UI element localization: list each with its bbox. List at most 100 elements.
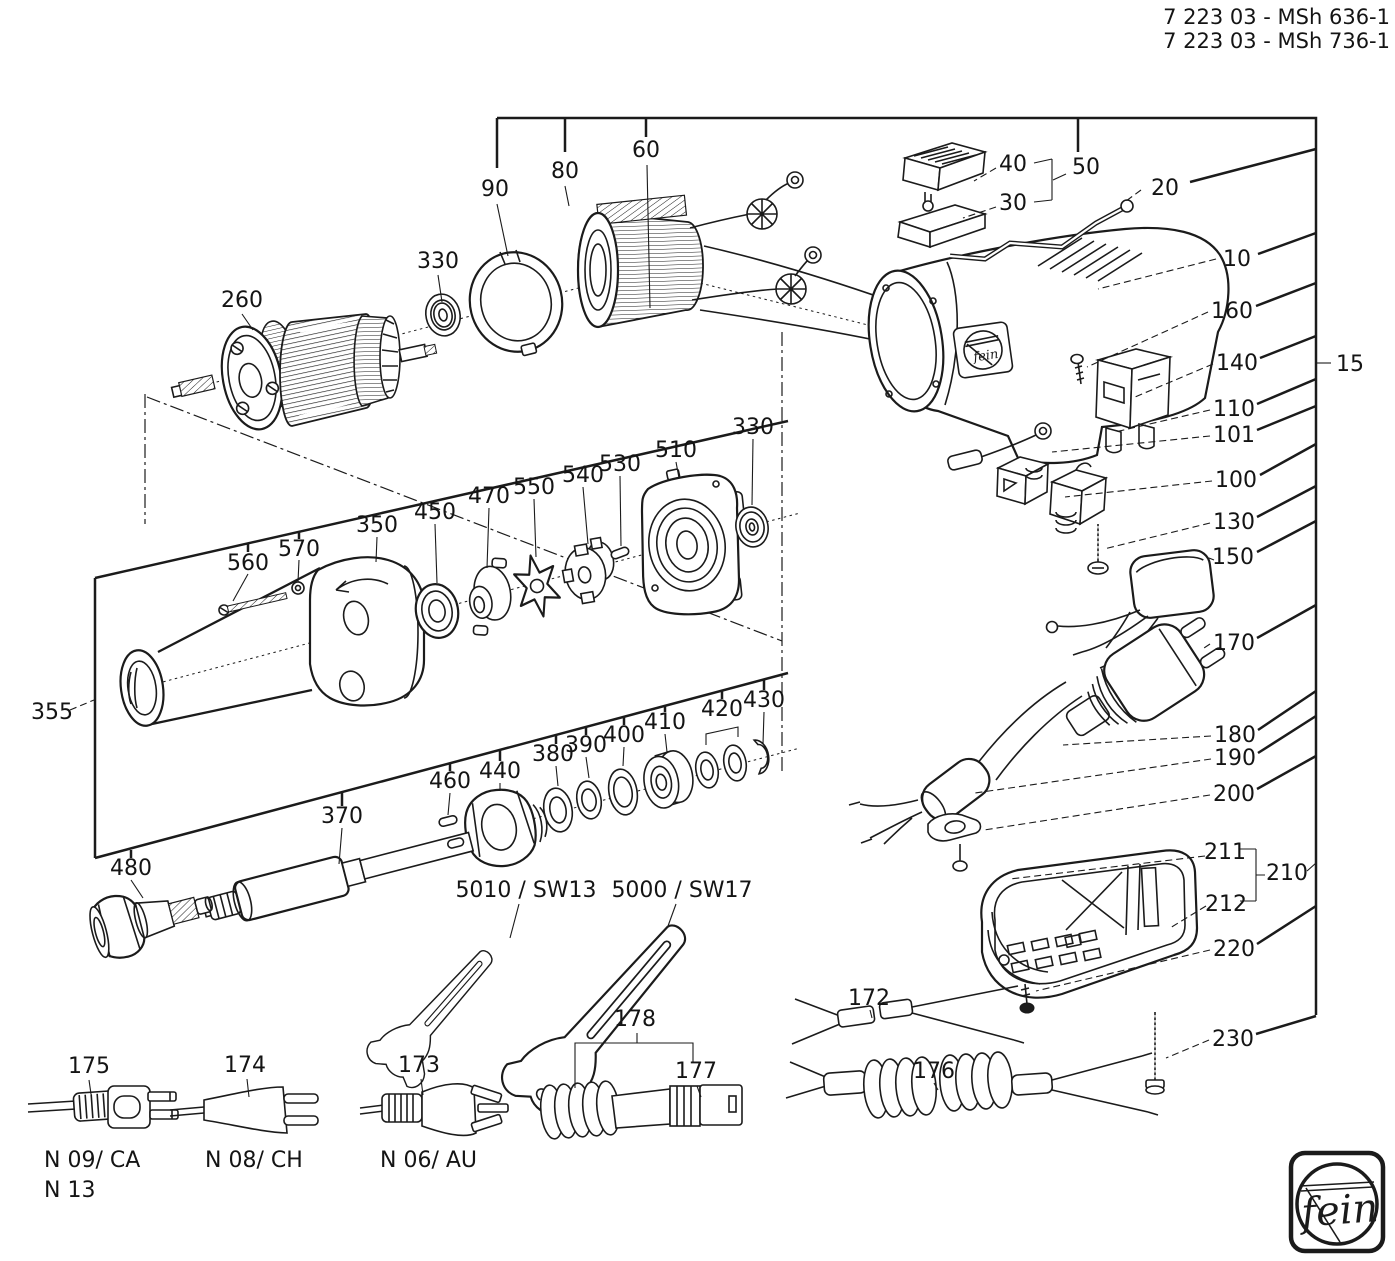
plug-174: [169, 1086, 319, 1134]
part-label-570: 570: [278, 537, 320, 562]
part-label-40: 40: [999, 152, 1027, 177]
key-460: [438, 814, 458, 828]
part-label-210: 210: [1266, 861, 1308, 886]
part-label-177: 177: [675, 1059, 717, 1084]
part-label-430: 430: [743, 688, 785, 713]
part-label-150: 150: [1212, 545, 1254, 570]
handle-shell-lattice: [1006, 929, 1102, 974]
part-label-510: 510: [655, 438, 697, 463]
part-label-560: 560: [227, 551, 269, 576]
part-label-176: 176: [913, 1059, 955, 1084]
brush-rosette-2: [775, 246, 822, 305]
part-label-330-front: 330: [417, 249, 459, 274]
washer-390: [575, 780, 603, 820]
part-label-550: 550: [513, 475, 555, 500]
title-line-1: 7 223 03 - MSh 636-1: [1163, 5, 1390, 29]
part-label-470: 470: [468, 484, 510, 509]
leader-lines: [69, 164, 1217, 1098]
part-label-400: 400: [603, 723, 645, 748]
part-label-130: 130: [1213, 510, 1255, 535]
armature-shaft-stub: [170, 374, 216, 399]
slider-knob-40: [902, 142, 988, 204]
callout-brackets: [129, 116, 1331, 1088]
power-cord-170: [848, 617, 1226, 845]
part-label-180: 180: [1214, 723, 1256, 748]
part-label-480: 480: [110, 856, 152, 881]
part-label-60: 60: [632, 138, 660, 163]
part-labels: 260 330 90 80 60 40 50 30 20 10 160 140 …: [31, 138, 1364, 1203]
fein-logo-plate-text: fein: [971, 347, 999, 365]
bearing-flange-470: [468, 557, 512, 636]
plug-variant-label-n06au: N 06/ AU: [380, 1148, 477, 1173]
section-panel-355: [93, 419, 789, 860]
part-label-178: 178: [614, 1007, 656, 1032]
bearing-410: [643, 750, 694, 809]
bearing-330-front: [425, 293, 461, 337]
armature-shaft-tip: [398, 343, 438, 363]
part-label-110: 110: [1213, 397, 1255, 422]
nut-570: [291, 581, 305, 595]
part-label-101: 101: [1213, 423, 1255, 448]
screw-130: [1087, 524, 1109, 575]
part-label-200: 200: [1213, 782, 1255, 807]
part-label-10: 10: [1223, 247, 1251, 272]
coiled-cord-178-177: [535, 1080, 743, 1140]
part-label-174: 174: [224, 1053, 266, 1078]
screw-230: [1145, 1012, 1165, 1095]
plug-variant-label-n09ca: N 09/ CA: [44, 1148, 140, 1173]
tool-label-sw17: 5000 / SW17: [611, 878, 752, 903]
ring-400: [607, 768, 639, 816]
wrench-sw13: [366, 950, 493, 1089]
capacitor-150: [1045, 549, 1215, 669]
part-label-90: 90: [481, 177, 509, 202]
screw-560: [218, 592, 288, 616]
cable-172: [791, 985, 1025, 1045]
part-label-175: 175: [68, 1054, 110, 1079]
coiled-cable-176: [785, 1051, 1159, 1119]
switch-110: [1095, 348, 1174, 454]
washer-420-pair: [694, 744, 748, 789]
part-label-330-rear: 330: [732, 415, 774, 440]
clamp-ring-90: [468, 249, 564, 357]
phantom-lines: [144, 332, 783, 775]
bearing-450: [414, 583, 460, 639]
part-label-460: 460: [429, 769, 471, 794]
part-label-450: 450: [414, 500, 456, 525]
fein-logo-plate: fein: [952, 321, 1014, 379]
part-label-420: 420: [701, 697, 743, 722]
armature-body: [279, 313, 377, 427]
part-label-170: 170: [1213, 631, 1255, 656]
star-coupling-550: [513, 554, 561, 618]
part-label-530: 530: [599, 452, 641, 477]
bearing-flange-510: [640, 468, 745, 616]
link-wire-20: [949, 199, 1134, 262]
stator-60: [576, 171, 949, 349]
switch-base-30: [897, 200, 988, 249]
collet-480: [89, 894, 213, 959]
tool-label-sw13: 5010 / SW13: [455, 878, 596, 903]
part-label-140: 140: [1216, 351, 1258, 376]
part-label-20: 20: [1151, 176, 1179, 201]
part-label-15: 15: [1336, 352, 1364, 377]
part-label-370: 370: [321, 804, 363, 829]
part-label-172: 172: [848, 986, 890, 1011]
part-label-190: 190: [1214, 746, 1256, 771]
part-label-220: 220: [1213, 937, 1255, 962]
switch-block-100: [995, 456, 1109, 534]
armature-260: [170, 313, 438, 431]
part-label-30: 30: [999, 191, 1027, 216]
title-block: 7 223 03 - MSh 636-1 7 223 03 - MSh 736-…: [1163, 5, 1390, 53]
spindle-370: [201, 831, 475, 922]
part-label-50: 50: [1072, 155, 1100, 180]
fein-logo-text: fein: [1297, 1185, 1380, 1236]
coupling-540: [561, 536, 615, 605]
part-label-173: 173: [398, 1053, 440, 1078]
handle-shell-210: [980, 849, 1199, 999]
gear-housing-350: [119, 556, 426, 727]
plug-173: [359, 1083, 509, 1137]
part-label-540: 540: [562, 463, 604, 488]
part-label-440: 440: [479, 759, 521, 784]
clamping-nut-440: [464, 788, 548, 868]
